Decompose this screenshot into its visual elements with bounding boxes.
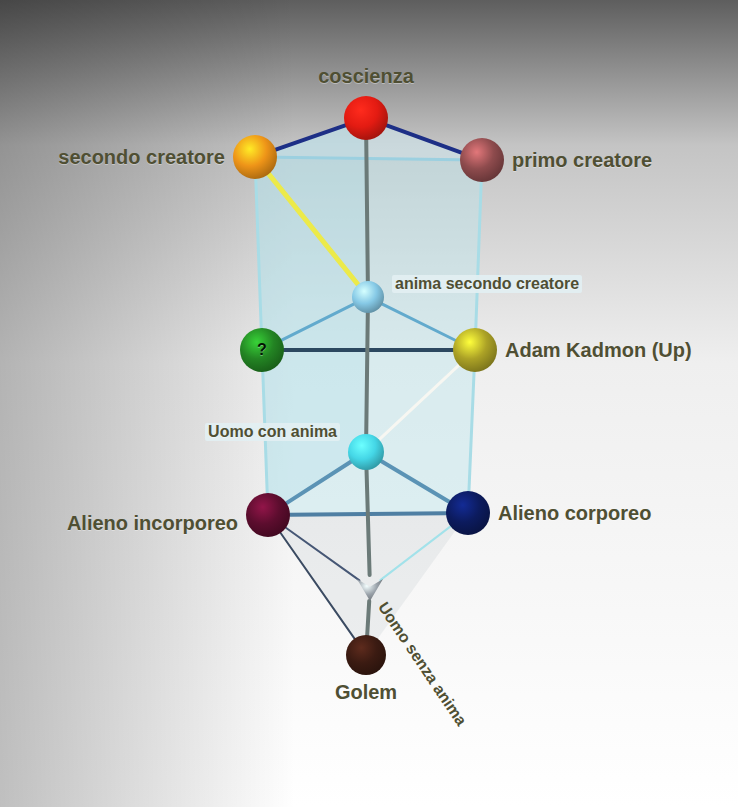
sphere — [233, 135, 277, 179]
sphere — [240, 328, 284, 372]
node-label: coscienza — [318, 65, 414, 88]
sphere-shape — [446, 491, 490, 535]
connector-line — [281, 533, 355, 639]
connector-line — [276, 125, 345, 149]
connector-line — [469, 372, 474, 491]
node-label: secondo creatore — [58, 146, 225, 169]
node-label: primo creatore — [512, 149, 652, 172]
sphere-node: Golem — [346, 635, 386, 675]
connector-line — [476, 182, 481, 328]
sphere — [246, 493, 290, 537]
sphere — [348, 434, 384, 470]
node-label: anima secondo creatore — [392, 275, 582, 293]
sphere-node: Uomo senza anima — [357, 575, 383, 601]
connector-line — [286, 528, 360, 581]
node-label: Alieno incorporeo — [67, 512, 238, 535]
sphere-shape — [453, 328, 497, 372]
sphere-shape — [352, 281, 384, 313]
node-label: Alieno corporeo — [498, 502, 651, 525]
sphere — [346, 635, 386, 675]
connector-line — [290, 513, 446, 515]
sphere — [446, 491, 490, 535]
connector-line — [366, 313, 368, 434]
arrow-shape — [357, 579, 383, 601]
connector-line — [256, 179, 261, 328]
connector-line — [287, 462, 351, 503]
sphere-node: anima secondo creatore — [352, 281, 384, 313]
connector-line — [380, 526, 450, 580]
connector-line — [284, 348, 453, 352]
sphere — [352, 281, 384, 313]
connector-line — [269, 174, 358, 284]
sphere-shape — [348, 434, 384, 470]
connector-line — [367, 470, 370, 575]
sphere-shape — [357, 575, 383, 601]
sphere — [453, 328, 497, 372]
sphere-shape — [246, 493, 290, 537]
prism-base — [268, 513, 468, 655]
sphere — [344, 96, 388, 140]
sphere-node: ? — [240, 328, 284, 372]
node-label: Adam Kadmon (Up) — [505, 339, 692, 362]
sphere-node: primo creatore — [460, 138, 504, 182]
connector-line — [382, 304, 455, 340]
sphere-shape — [460, 138, 504, 182]
node-label: Golem — [335, 681, 397, 704]
sphere-node: coscienza — [344, 96, 388, 140]
node-label: ? — [257, 341, 267, 359]
sphere-node: Uomo con anima — [348, 434, 384, 470]
sphere-node: Alieno incorporeo — [246, 493, 290, 537]
sphere-shape — [346, 635, 386, 675]
sphere-shape — [233, 135, 277, 179]
connector-line — [367, 601, 369, 635]
sphere-node: Adam Kadmon (Up) — [453, 328, 497, 372]
sphere-node: Alieno corporeo — [446, 491, 490, 535]
connector-line — [277, 157, 460, 159]
connector-line — [366, 140, 368, 281]
connector-line — [282, 304, 354, 340]
sphere-node: secondo creatore — [233, 135, 277, 179]
connector-line — [381, 461, 449, 501]
connector-line — [379, 365, 459, 440]
sphere-shape — [344, 96, 388, 140]
node-label: Uomo con anima — [205, 423, 340, 441]
connector-line — [387, 125, 462, 152]
sphere — [460, 138, 504, 182]
